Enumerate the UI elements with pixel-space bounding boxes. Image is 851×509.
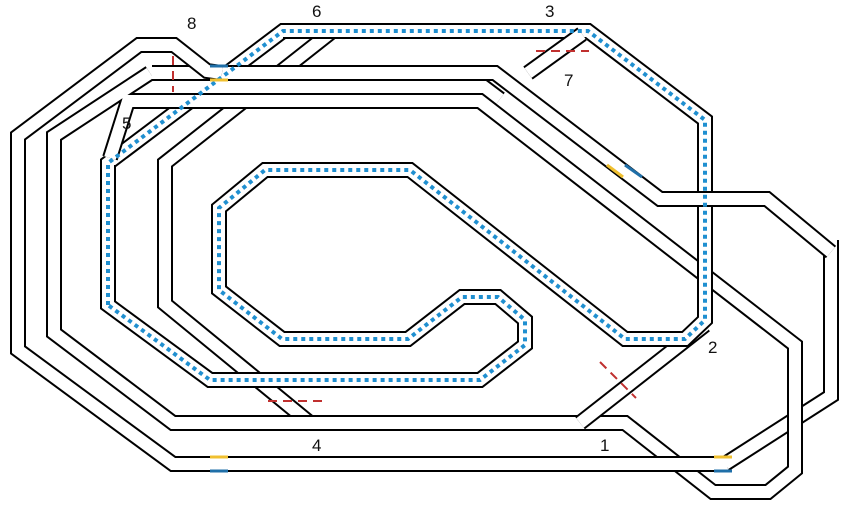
rail-bed [146, 81, 504, 104]
rail-bed [48, 67, 801, 498]
label-6: 6 [312, 2, 322, 21]
label-2: 2 [708, 338, 718, 357]
rail-bed [721, 240, 837, 470]
label-4: 4 [312, 436, 322, 455]
rail-bed [12, 39, 727, 470]
track-outer-upper [152, 65, 837, 259]
route-dotted-line [106, 29, 707, 382]
marker-blue-diagonal [624, 163, 643, 179]
label-5: 5 [122, 114, 132, 133]
track-loop-b [46, 66, 803, 500]
label-3: 3 [545, 2, 555, 21]
track-outer-lower [10, 37, 727, 472]
marker-yellow-diagonal [606, 163, 624, 179]
label-7: 7 [564, 71, 574, 90]
track-switch-7 [523, 27, 587, 80]
rail-bed [152, 67, 835, 257]
label-8: 8 [187, 14, 197, 33]
track-siding-87 [146, 79, 505, 106]
track-outer-right-diagonal [720, 240, 839, 471]
label-1: 1 [600, 436, 610, 455]
cut-line-2 [599, 361, 637, 399]
rail-bed [524, 29, 586, 78]
